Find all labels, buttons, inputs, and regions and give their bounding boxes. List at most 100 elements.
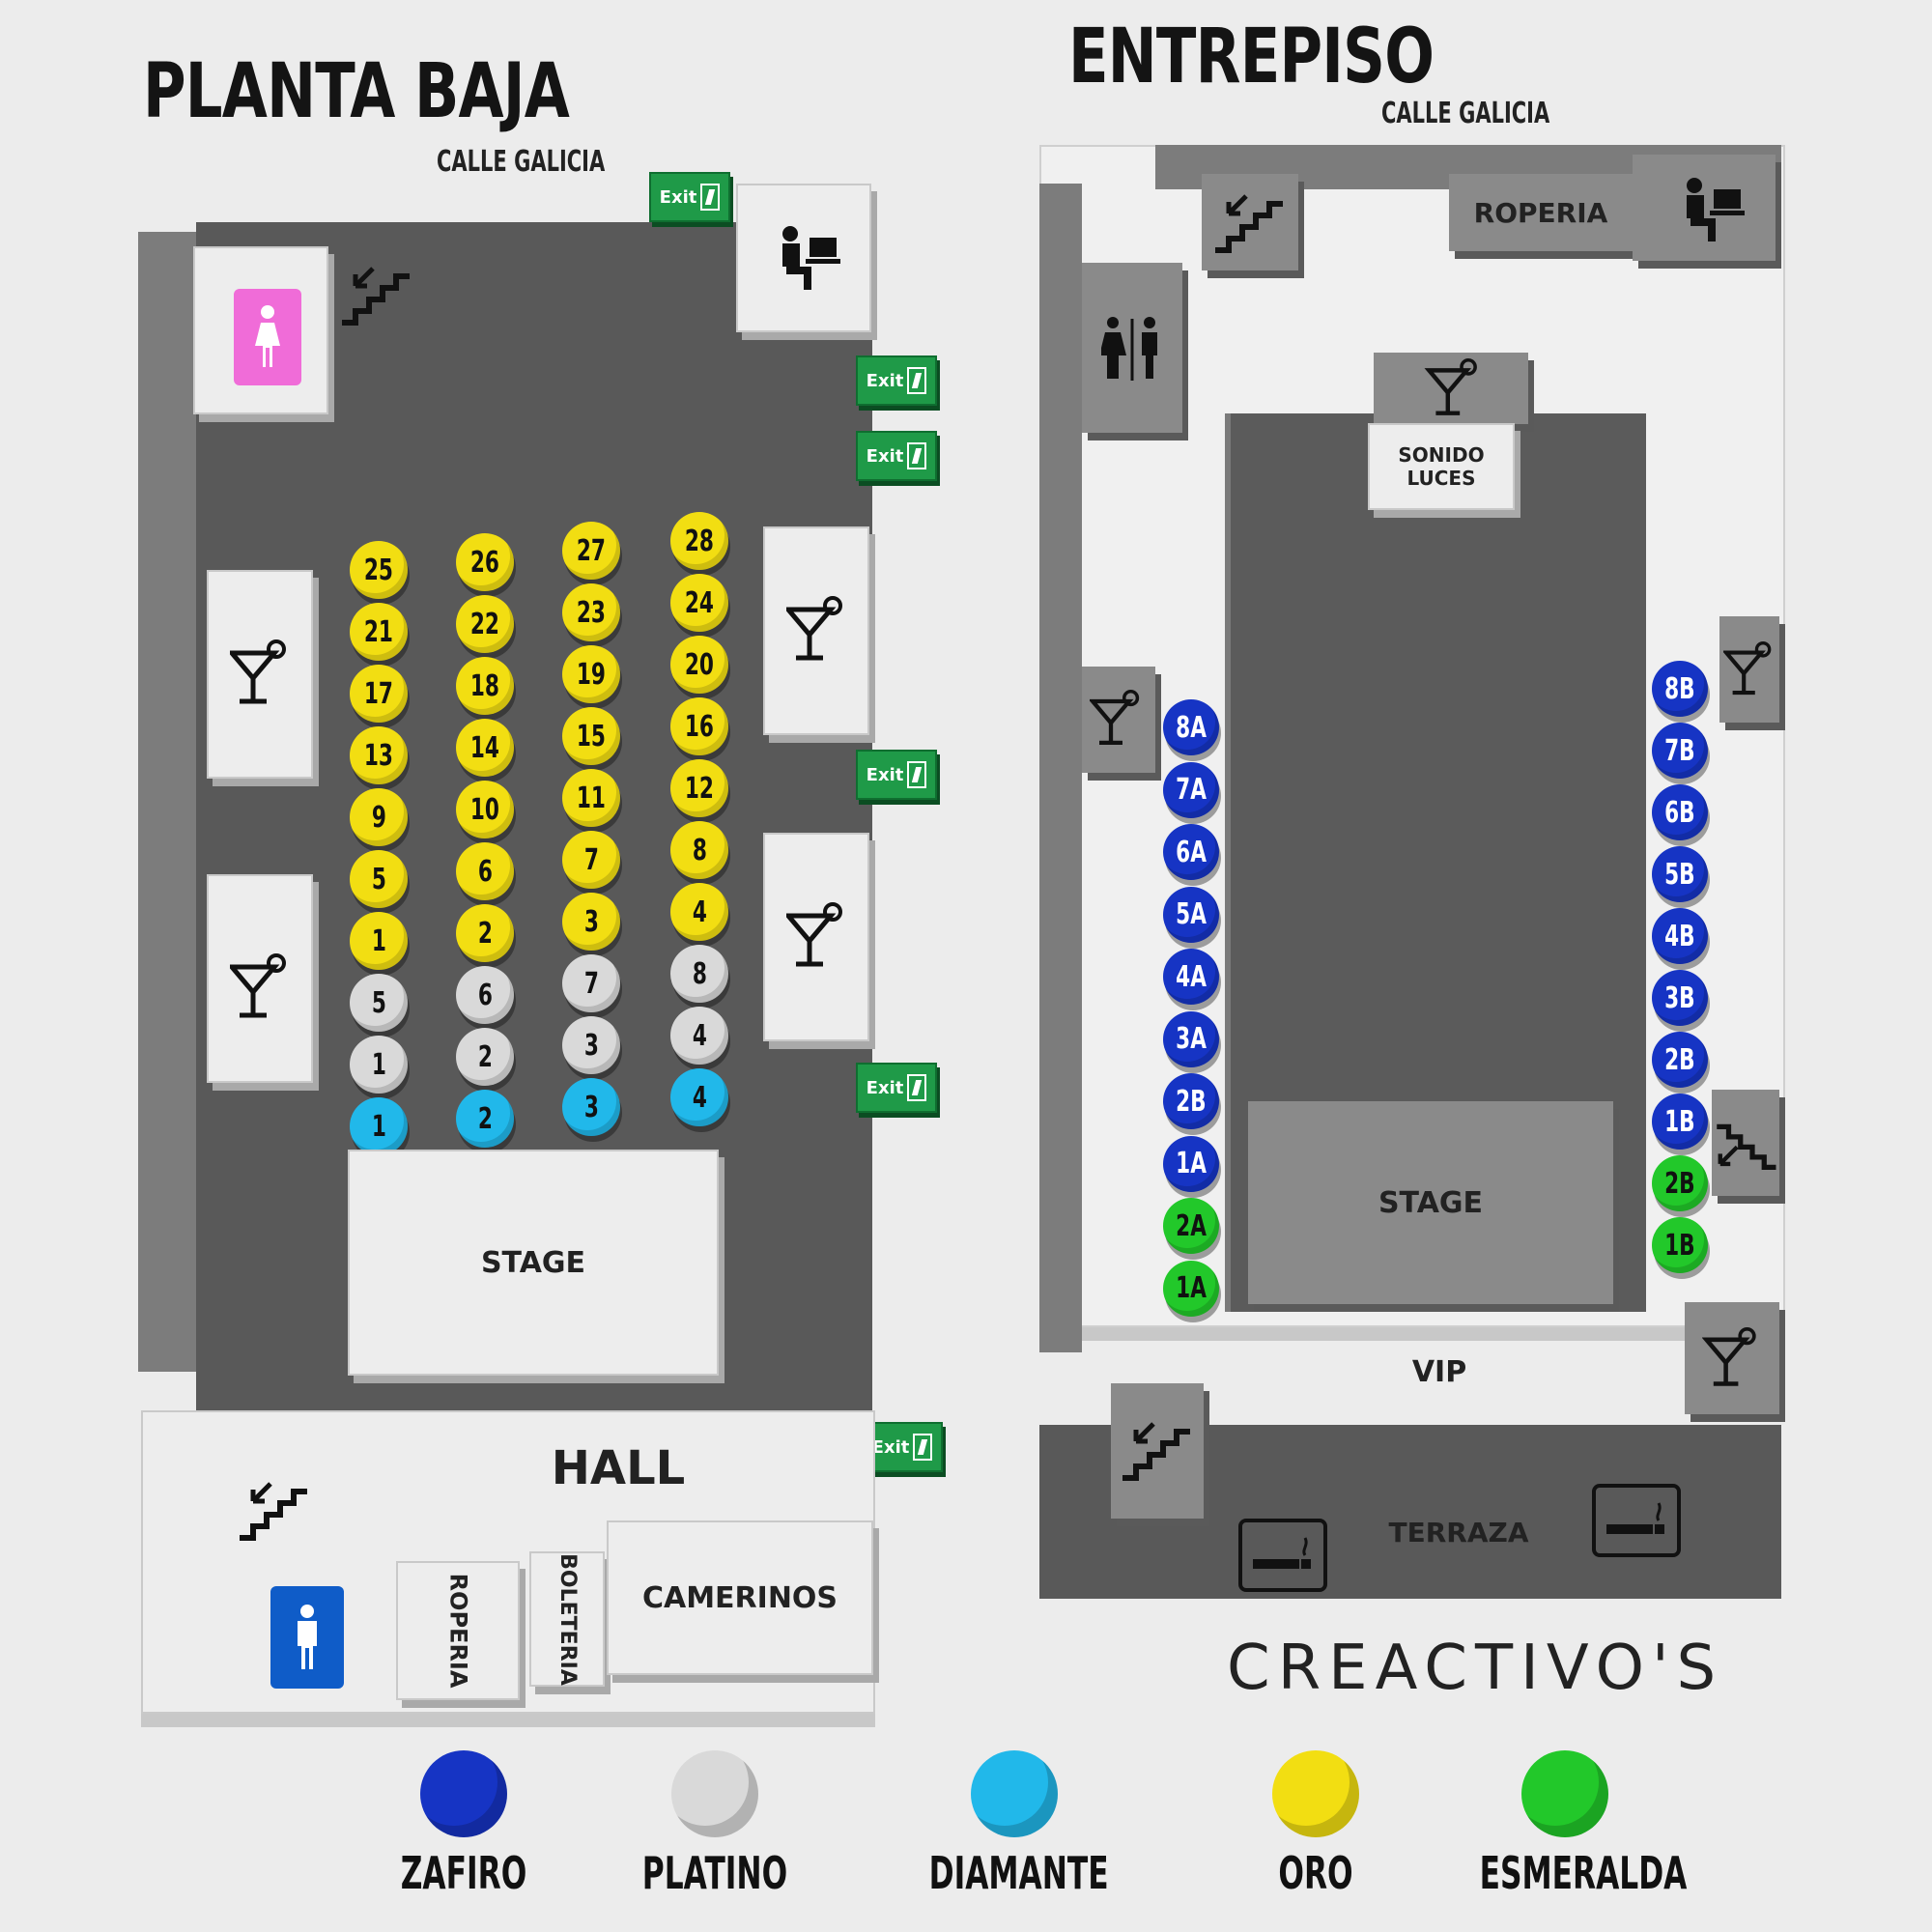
bar-center-top (1374, 353, 1528, 424)
legend-swatch-oro (1272, 1750, 1359, 1837)
seat-esmeralda[interactable]: 1A (1163, 1260, 1219, 1317)
seat-oro[interactable]: 12 (670, 759, 728, 817)
seat-zafiro[interactable]: 5B (1652, 846, 1708, 902)
seat-oro[interactable]: 22 (456, 595, 514, 653)
seat-diamante[interactable]: 4 (670, 1068, 728, 1126)
seat-oro[interactable]: 15 (562, 707, 620, 765)
seat-oro[interactable]: 6 (456, 842, 514, 900)
seat-oro[interactable]: 26 (456, 533, 514, 591)
entrepiso-title: ENTREPISO (1068, 14, 1435, 100)
seat-number: 2 (477, 1039, 493, 1074)
seat-platino[interactable]: 2 (456, 1028, 514, 1086)
seat-zafiro[interactable]: 7B (1652, 723, 1708, 779)
seat-oro[interactable]: 10 (456, 781, 514, 838)
seat-platino[interactable]: 5 (350, 974, 408, 1032)
seat-oro[interactable]: 1 (350, 912, 408, 970)
seat-zafiro[interactable]: 8B (1652, 661, 1708, 717)
seat-oro[interactable]: 8 (670, 821, 728, 879)
seat-zafiro[interactable]: 1B (1652, 1094, 1708, 1150)
seat-zafiro[interactable]: 6B (1652, 784, 1708, 840)
seat-diamante[interactable]: 1 (350, 1097, 408, 1155)
seat-oro[interactable]: 16 (670, 697, 728, 755)
seat-zafiro[interactable]: 1A (1163, 1135, 1219, 1192)
seat-oro[interactable]: 17 (350, 665, 408, 723)
seat-oro[interactable]: 23 (562, 583, 620, 641)
seat-number: 3 (583, 1090, 599, 1124)
seat-number: 8 (692, 956, 707, 991)
seat-number: 13 (363, 738, 394, 773)
seat-oro[interactable]: 7 (562, 831, 620, 889)
seat-number: 4A (1176, 959, 1207, 994)
seat-number: 1A (1176, 1147, 1207, 1180)
cocktail-icon (1721, 641, 1776, 701)
seat-oro[interactable]: 2 (456, 904, 514, 962)
seat-platino[interactable]: 8 (670, 945, 728, 1003)
seat-platino[interactable]: 1 (350, 1036, 408, 1094)
entrepiso-stage: STAGE (1248, 1101, 1613, 1304)
seat-oro[interactable]: 11 (562, 769, 620, 827)
boleteria-room: BOLETERIA (529, 1551, 605, 1687)
seat-oro[interactable]: 20 (670, 636, 728, 694)
seat-number: 28 (684, 524, 715, 558)
seat-number: 1 (371, 1047, 386, 1082)
seat-zafiro[interactable]: 2B (1652, 1032, 1708, 1088)
legend-swatch-esmeralda (1521, 1750, 1608, 1837)
sonido-label: SONIDO (1398, 443, 1485, 467)
seat-oro[interactable]: 14 (456, 719, 514, 777)
legend-label-zafiro: ZAFIRO (400, 1847, 527, 1899)
seat-platino[interactable]: 7 (562, 954, 620, 1012)
bar-right-2 (763, 833, 869, 1041)
seat-zafiro[interactable]: 6A (1163, 824, 1219, 880)
seat-number: 2 (477, 1101, 493, 1136)
seat-zafiro[interactable]: 4A (1163, 949, 1219, 1005)
seat-zafiro[interactable]: 2B (1163, 1073, 1219, 1129)
seat-number: 9 (371, 800, 386, 835)
seat-zafiro[interactable]: 7A (1163, 761, 1219, 818)
female-restroom-icon (234, 289, 301, 385)
seat-platino[interactable]: 3 (562, 1016, 620, 1074)
brand-logo: CREACTIVO'S (1227, 1633, 1724, 1704)
terraza-label: TERRAZA (1388, 1516, 1529, 1548)
exit-door-icon (913, 1434, 933, 1461)
seat-oro[interactable]: 5 (350, 850, 408, 908)
seat-oro[interactable]: 3 (562, 893, 620, 951)
seat-esmeralda[interactable]: 1B (1652, 1217, 1708, 1273)
seat-oro[interactable]: 21 (350, 603, 408, 661)
seat-diamante[interactable]: 2 (456, 1090, 514, 1148)
camerinos-room: CAMERINOS (607, 1520, 873, 1675)
seat-number: 17 (363, 676, 394, 711)
seat-esmeralda[interactable]: 2A (1163, 1198, 1219, 1254)
seat-oro[interactable]: 27 (562, 522, 620, 580)
roperia-room: ROPERIA (396, 1561, 520, 1700)
seat-oro[interactable]: 28 (670, 512, 728, 570)
seat-platino[interactable]: 6 (456, 966, 514, 1024)
seat-zafiro[interactable]: 4B (1652, 908, 1708, 964)
seat-zafiro[interactable]: 3B (1652, 970, 1708, 1026)
exit-sign-right-4: Exit (856, 1063, 937, 1113)
seat-oro[interactable]: 24 (670, 574, 728, 632)
seat-zafiro[interactable]: 3A (1163, 1010, 1219, 1067)
seat-oro[interactable]: 13 (350, 726, 408, 784)
seat-zafiro[interactable]: 5A (1163, 886, 1219, 943)
seat-number: 5A (1176, 897, 1207, 931)
seat-number: 7B (1664, 733, 1695, 768)
seat-esmeralda[interactable]: 2B (1652, 1155, 1708, 1211)
bar-entrepiso-right-2 (1685, 1302, 1779, 1414)
desk-worker-icon (1681, 176, 1748, 247)
planta-baja-left-wall (138, 232, 196, 1372)
seat-oro[interactable]: 18 (456, 657, 514, 715)
seat-diamante[interactable]: 3 (562, 1078, 620, 1136)
seat-oro[interactable]: 25 (350, 541, 408, 599)
seat-zafiro[interactable]: 8A (1163, 699, 1219, 755)
seat-number: 3B (1664, 980, 1695, 1015)
seat-platino[interactable]: 4 (670, 1007, 728, 1065)
seat-oro[interactable]: 9 (350, 788, 408, 846)
seat-number: 19 (576, 657, 607, 692)
seat-oro[interactable]: 4 (670, 883, 728, 941)
seat-number: 24 (684, 585, 715, 620)
seat-number: 26 (469, 545, 500, 580)
seat-number: 10 (469, 792, 500, 827)
luces-label: LUCES (1406, 467, 1476, 490)
seat-oro[interactable]: 19 (562, 645, 620, 703)
seat-number: 11 (576, 781, 607, 815)
